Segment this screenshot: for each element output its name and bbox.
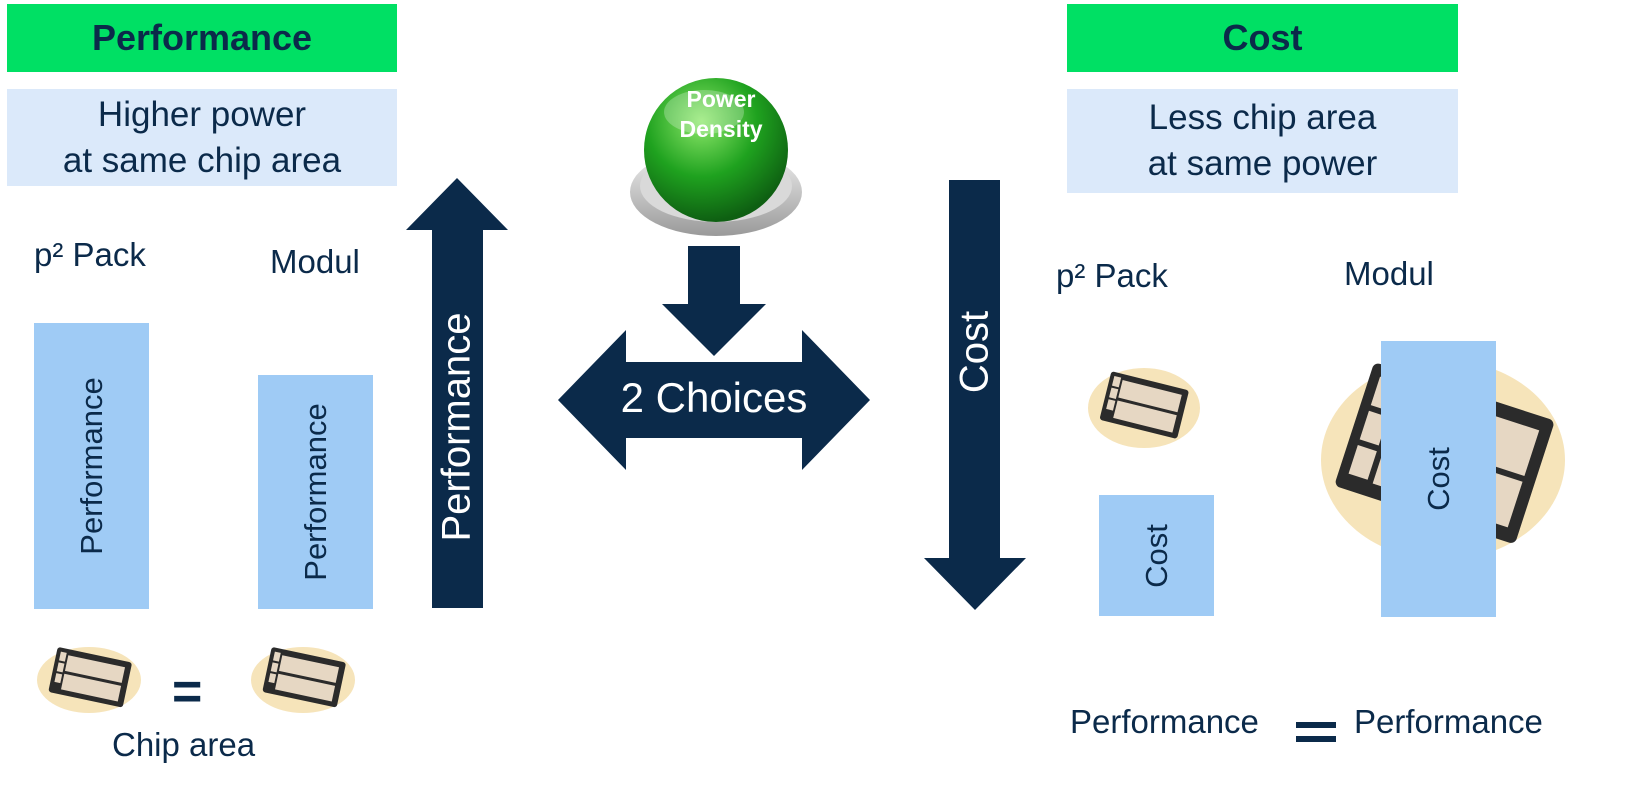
two-choices-arrow: 2 Choices	[558, 330, 870, 470]
up-arrow-icon	[406, 178, 508, 608]
chip-icon	[37, 647, 141, 713]
power-button-line1: Power	[686, 86, 756, 112]
cost-subtitle-box: Less chip area at same power	[1067, 89, 1458, 193]
down-arrow-icon	[924, 180, 1026, 610]
cost-pack-bar: Cost	[1099, 495, 1214, 616]
equals-sign: =	[172, 663, 203, 721]
cost-pack-label: p² Pack	[1056, 257, 1168, 294]
cost-arrow-label: Cost	[952, 310, 997, 394]
performance-modul-bar-label: Performance	[297, 403, 333, 581]
performance-banner-title: Performance	[91, 17, 313, 58]
two-choices-label: 2 Choices	[620, 374, 808, 421]
performance-subtitle-line2: at same chip area	[62, 140, 342, 180]
cost-modul-bar: Cost	[1381, 341, 1496, 617]
cost-modul-label: Modul	[1344, 255, 1434, 292]
cost-performance-right: Performance	[1354, 703, 1543, 740]
power-button-line2: Density	[679, 116, 763, 142]
performance-banner: Performance	[7, 4, 397, 72]
equals-sign	[1296, 722, 1336, 744]
performance-arrow-label: Performance	[434, 312, 479, 542]
performance-modul-bar: Performance	[258, 375, 373, 609]
cost-subtitle-line2: at same power	[1147, 144, 1378, 183]
performance-pack-label: p² Pack	[34, 236, 146, 273]
performance-subtitle-box: Higher power at same chip area	[7, 89, 397, 186]
cost-subtitle-line1: Less chip area	[1148, 98, 1377, 137]
performance-up-arrow: Performance	[406, 178, 508, 608]
chip-icon	[1088, 368, 1200, 448]
cost-banner-title: Cost	[1222, 17, 1303, 58]
power-density-button: Power Density	[626, 70, 806, 240]
cost-banner: Cost	[1067, 4, 1458, 72]
cost-performance-left: Performance	[1070, 703, 1259, 740]
performance-modul-label: Modul	[270, 243, 360, 280]
cost-down-arrow: Cost	[924, 180, 1026, 610]
chip-icon	[251, 647, 355, 713]
double-arrow-icon	[558, 330, 870, 470]
cost-modul-bar-label: Cost	[1420, 447, 1456, 511]
power-button-icon	[630, 78, 802, 236]
down-arrow-icon	[662, 246, 766, 356]
performance-pack-bar: Performance	[34, 323, 149, 609]
cost-pack-bar-label: Cost	[1138, 523, 1174, 588]
performance-pack-bar-label: Performance	[73, 377, 109, 555]
chip-area-label: Chip area	[112, 726, 256, 763]
performance-subtitle-line1: Higher power	[97, 94, 307, 134]
